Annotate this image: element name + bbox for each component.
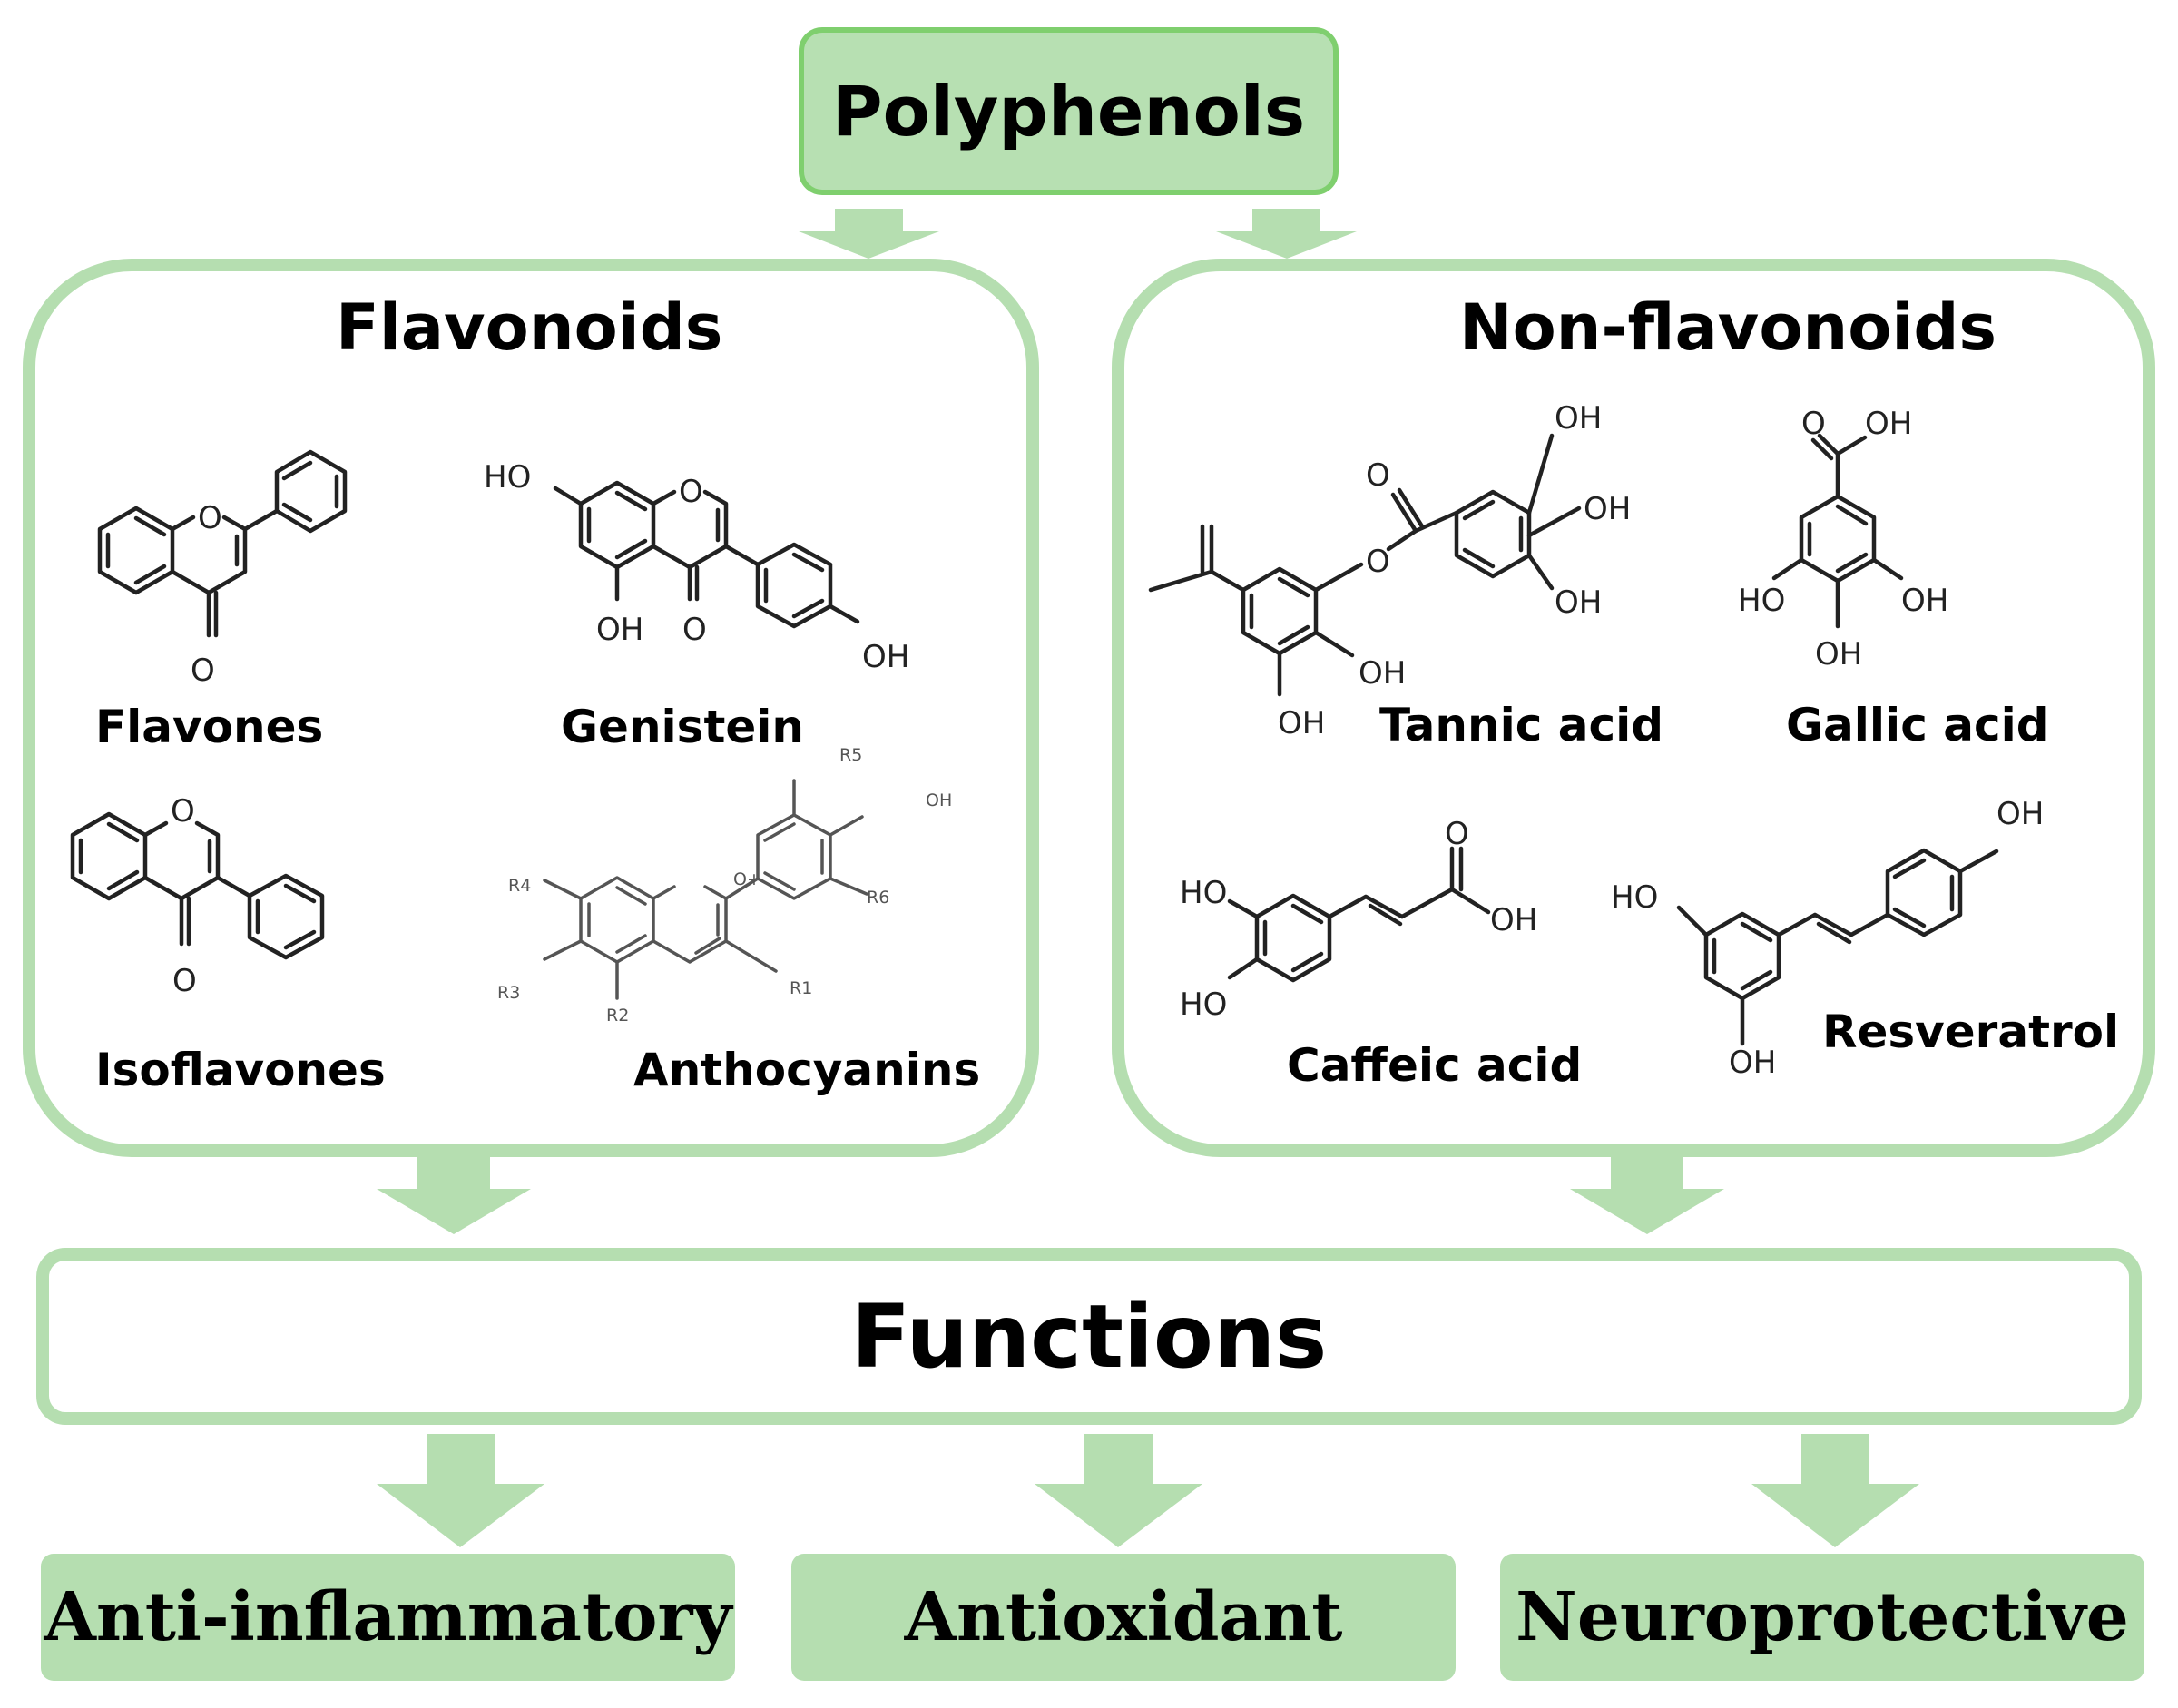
gallic-acid-structure (1771, 433, 1904, 629)
flavonoids-title: Flavonoids (336, 290, 723, 365)
anthocyanins-structure (543, 779, 868, 1000)
arrow-flavonoids-to-functions (377, 1153, 531, 1234)
anthocyanins-oh: OH (926, 790, 952, 810)
anthocyanins-r2: R2 (606, 1006, 629, 1026)
resveratrol-oh-top: OH (1996, 796, 2044, 832)
genistein-structure (553, 480, 860, 629)
gallic-oh-bottom: OH (1815, 636, 1862, 672)
tannic-oh-3: OH (1555, 584, 1602, 621)
flavones-structure (97, 449, 348, 638)
tannic-oh-2: OH (1584, 491, 1631, 527)
resveratrol-oh-bottom: OH (1729, 1045, 1776, 1081)
genistein-ho: HO (484, 459, 531, 496)
anthocyanins-o-plus: O+ (733, 869, 761, 889)
non-flavonoids-box (1112, 259, 2155, 1157)
arrow-to-flavonoids (799, 209, 939, 259)
gallic-oh-acid: OH (1865, 406, 1912, 442)
anthocyanins-r6: R6 (867, 888, 889, 908)
caffeic-ho-bottom: HO (1180, 987, 1227, 1023)
genistein-oh-a: OH (596, 612, 643, 648)
arrow-non-flavonoids-to-functions (1570, 1153, 1724, 1234)
tannic-oh-5: OH (1278, 705, 1325, 741)
polyphenols-title: Polyphenols (831, 71, 1306, 152)
anti-inflammatory-label: Anti-inflammatory (44, 1578, 732, 1656)
isoflavones-o-ring: O (171, 793, 195, 829)
arrow-to-neuroprotective (1751, 1434, 1919, 1547)
flavones-o-ring: O (198, 500, 222, 536)
antioxidant-label: Antioxidant (904, 1578, 1343, 1656)
tannic-oh-4: OH (1359, 655, 1406, 692)
anthocyanins-r1: R1 (790, 978, 812, 998)
label-anthocyanins: Anthocyanins (633, 1044, 981, 1096)
functions-title: Functions (850, 1285, 1328, 1388)
isoflavones-o-carbonyl: O (172, 963, 197, 999)
anthocyanins-r3: R3 (497, 983, 520, 1003)
resveratrol-ho: HO (1611, 879, 1658, 916)
resveratrol-structure (1676, 848, 1999, 1046)
non-flavonoids-title: Non-flavonoids (1459, 290, 1997, 365)
arrow-to-non-flavonoids (1216, 209, 1357, 259)
genistein-o-ring: O (679, 474, 703, 510)
flavones-o-carbonyl: O (191, 653, 215, 689)
genistein-oh-b: OH (862, 639, 909, 675)
functions-box: Functions (36, 1248, 2142, 1425)
anti-inflammatory-box: Anti-inflammatory (41, 1554, 735, 1681)
caffeic-acid-structure (1227, 846, 1491, 983)
anthocyanins-r4: R4 (508, 876, 531, 896)
label-tannic-acid: Tannic acid (1379, 699, 1664, 751)
tannic-acid-structure (1148, 433, 1582, 697)
caffeic-ho-top: HO (1180, 875, 1227, 911)
label-isoflavones: Isoflavones (95, 1044, 386, 1096)
arrow-to-antioxidant (1035, 1434, 1202, 1547)
anthocyanins-r5: R5 (839, 745, 862, 765)
isoflavones-structure (70, 811, 325, 960)
genistein-o-carbonyl: O (682, 612, 707, 648)
arrow-to-anti-inflammatory (377, 1434, 544, 1547)
caffeic-o-carbonyl: O (1445, 816, 1469, 852)
tannic-oh-1: OH (1555, 400, 1602, 437)
gallic-ho: HO (1738, 583, 1785, 619)
label-flavones: Flavones (95, 701, 324, 753)
neuroprotective-box: Neuroprotective (1500, 1554, 2144, 1681)
flavonoids-box (23, 259, 1039, 1157)
label-caffeic-acid: Caffeic acid (1287, 1039, 1583, 1092)
gallic-o-carbonyl: O (1801, 406, 1826, 442)
label-gallic-acid: Gallic acid (1786, 699, 2049, 751)
antioxidant-box: Antioxidant (791, 1554, 1456, 1681)
gallic-oh-right: OH (1901, 583, 1948, 619)
caffeic-oh: OH (1490, 902, 1537, 938)
label-resveratrol: Resveratrol (1822, 1006, 2120, 1058)
polyphenols-box: Polyphenols (799, 27, 1339, 195)
neuroprotective-label: Neuroprotective (1516, 1578, 2129, 1656)
tannic-o-carbonyl: O (1366, 457, 1390, 494)
tannic-o-ester: O (1366, 544, 1390, 580)
label-genistein: Genistein (561, 701, 804, 753)
